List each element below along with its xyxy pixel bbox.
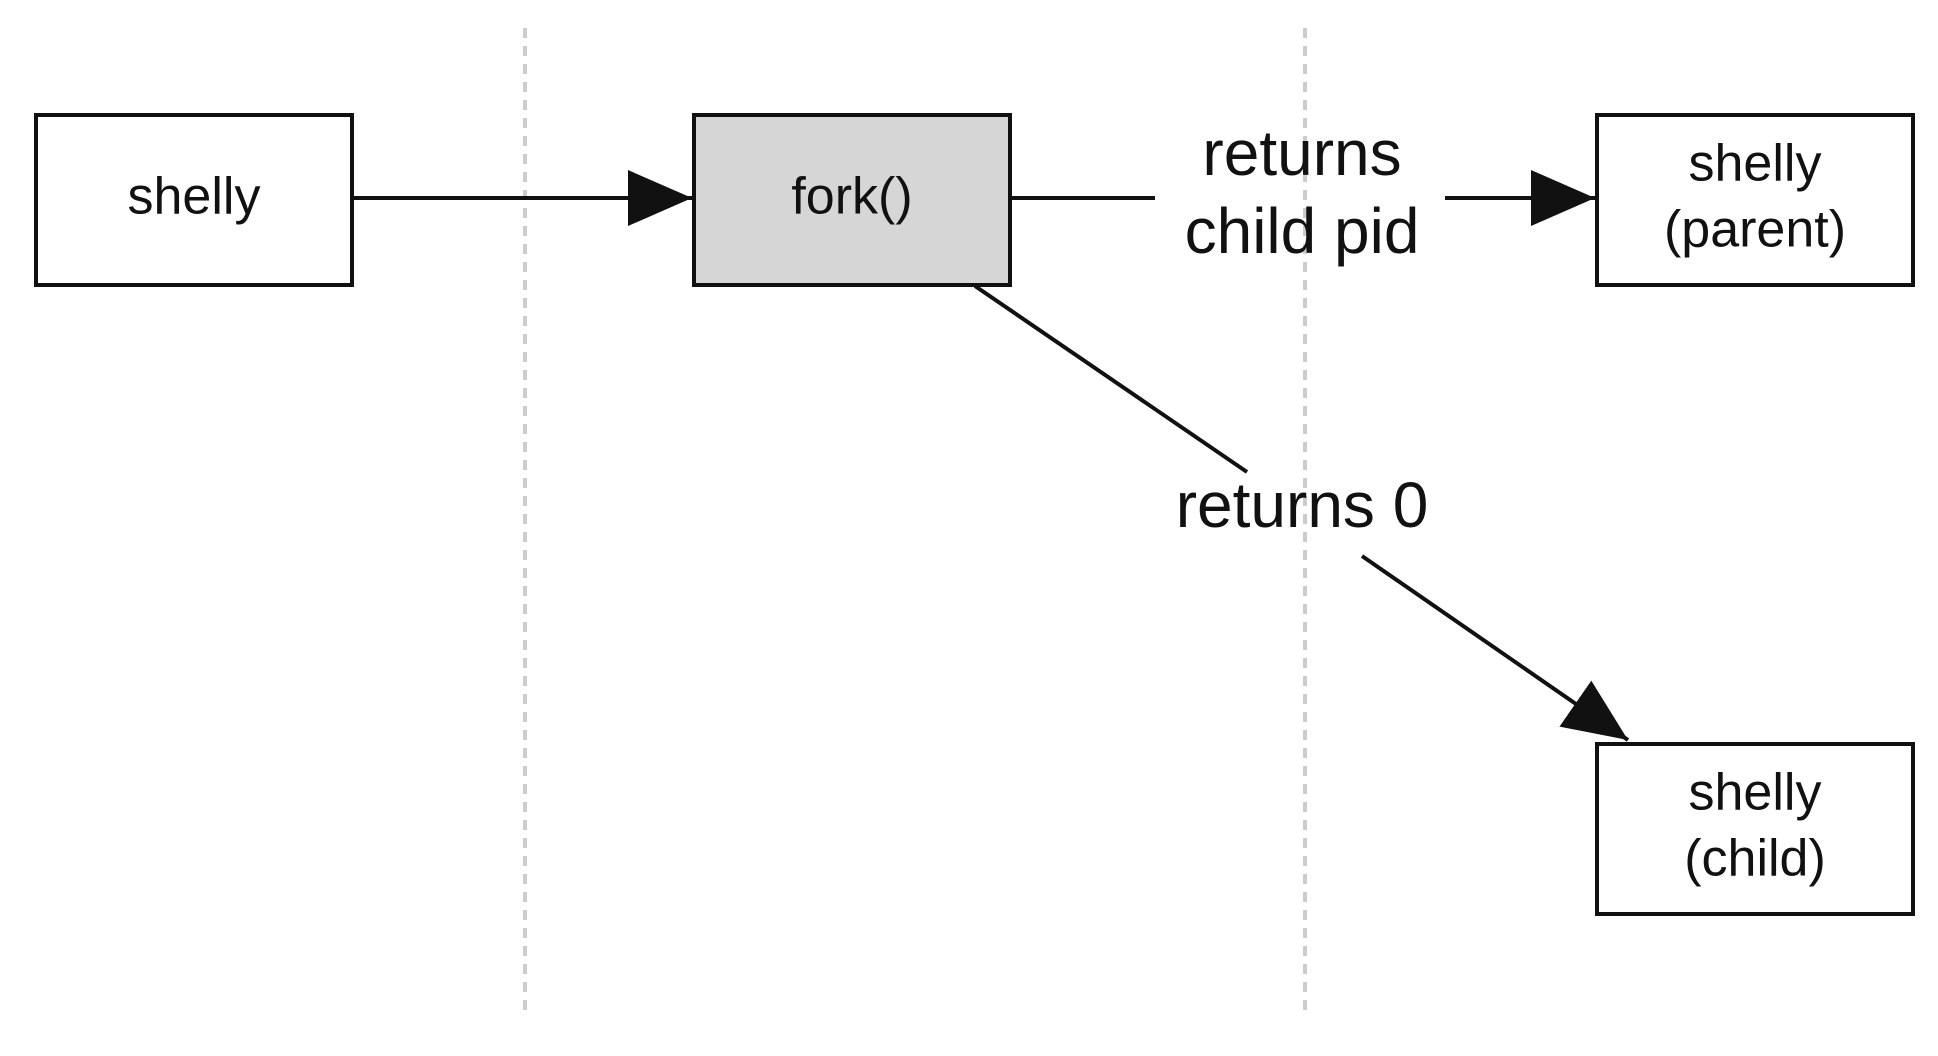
node-child-box [1595, 742, 1915, 916]
edge-parent-label-line1: returns [1202, 117, 1401, 189]
node-shelly: shelly [34, 113, 354, 287]
node-parent-box [1595, 113, 1915, 287]
node-parent: shelly (parent) [1595, 113, 1915, 287]
node-fork-label: fork() [791, 168, 912, 226]
edge-fork-to-child-segment-2 [1360, 554, 1630, 742]
edge-parent-label-line2: child pid [1185, 195, 1420, 267]
node-parent-label-line1: shelly [1689, 135, 1822, 193]
node-parent-label-line2: (parent) [1664, 201, 1846, 259]
edge-fork-to-child-segment-1 [973, 284, 1249, 474]
node-shelly-label: shelly [128, 168, 261, 226]
node-fork: fork() [692, 113, 1012, 287]
node-child-label-line2: (child) [1684, 830, 1826, 888]
edge-child-label: returns 0 [1176, 469, 1429, 541]
node-fork-box [692, 113, 1012, 287]
node-child-label-line1: shelly [1689, 764, 1822, 822]
node-shelly-box [34, 113, 354, 287]
node-child: shelly (child) [1595, 742, 1915, 916]
